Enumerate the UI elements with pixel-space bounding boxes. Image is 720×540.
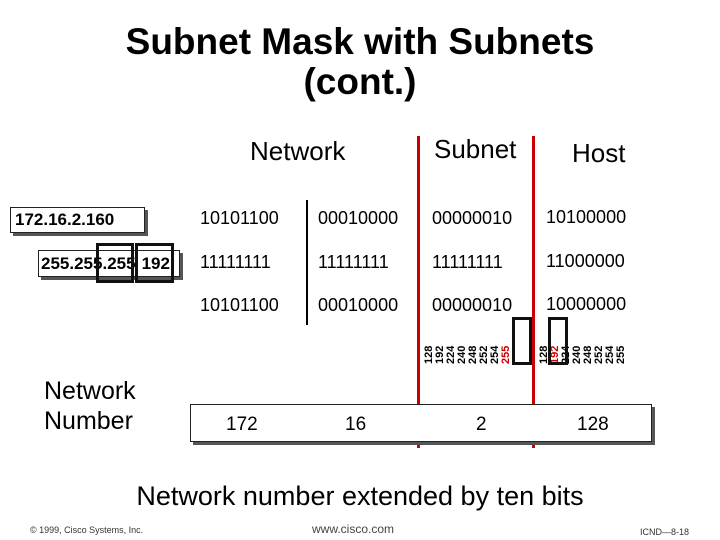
ip-address-label: 172.16.2.160 <box>10 207 145 233</box>
result-bits-1: 10101100 <box>200 295 279 315</box>
mask-value-tick: 192 <box>434 345 446 364</box>
ip-bits-3: 00000010 <box>432 208 513 228</box>
result-bits-2: 00010000 <box>318 295 399 315</box>
octet-divider-3 <box>532 136 535 448</box>
mask-value-tick: 254 <box>489 345 501 364</box>
network-number-label: Network Number <box>44 376 136 436</box>
title-line-1: Subnet Mask with Subnets <box>125 21 595 62</box>
mask-bits-3: 11111111 <box>432 252 503 272</box>
ip-bits-2: 00010000 <box>318 208 399 228</box>
mask-value-tick: 255 <box>500 345 512 364</box>
octet-divider-1 <box>306 200 308 325</box>
result-bits-4: 10000000 <box>546 294 627 314</box>
mask-bits-4: 11000000 <box>546 251 625 271</box>
mask-text-b: 255 <box>107 253 136 273</box>
network-number-line-1: Network <box>44 377 136 405</box>
mask-bits-2: 11111111 <box>318 252 389 272</box>
caption: Network number extended by ten bits <box>136 481 584 511</box>
mask-value-tick: 252 <box>478 345 490 364</box>
octet-divider-2 <box>417 136 420 448</box>
network-number-box <box>190 404 652 442</box>
mask-value-tick: 254 <box>604 345 616 364</box>
header-subnet: Subnet <box>434 134 517 164</box>
mask-value-tick: 240 <box>456 345 468 364</box>
mask-value-tick: 224 <box>445 345 457 364</box>
network-number-octet-3: 2 <box>476 414 487 435</box>
mask-text-c: 192 <box>141 253 170 273</box>
mask-value-tick: 255 <box>615 345 627 364</box>
network-number-octet-2: 16 <box>345 414 367 435</box>
header-network: Network <box>250 136 346 166</box>
result-bits-3: 00000010 <box>432 295 513 315</box>
mask-bits-1: 11111111 <box>200 252 271 272</box>
mask-octet4-highlight <box>135 243 174 283</box>
mask-value-tick: 252 <box>593 345 605 364</box>
mask-value-tick: 128 <box>423 345 435 364</box>
footer-url: www.cisco.com <box>312 522 395 536</box>
ip-bits-1: 10101100 <box>200 208 279 228</box>
network-number-octet-1: 172 <box>226 414 258 435</box>
slide-title: Subnet Mask with Subnets (cont.) <box>0 22 720 102</box>
mask-value-tick: 248 <box>467 345 479 364</box>
title-line-2: (cont.) <box>303 61 417 102</box>
ip-bits-4: 10100000 <box>546 207 627 227</box>
mask-text-a: 255.255. <box>41 253 108 273</box>
mask-value-tick: 240 <box>571 345 583 364</box>
octet3-255-highlight <box>512 317 532 365</box>
footer-copyright: © 1999, Cisco Systems, Inc. <box>30 525 144 535</box>
mask-value-tick: 248 <box>582 345 594 364</box>
octet4-192-highlight <box>548 317 568 365</box>
network-number-line-2: Number <box>44 407 133 435</box>
header-host: Host <box>572 138 626 168</box>
ip-address-text: 172.16.2.160 <box>15 210 115 229</box>
mask-octet3-highlight <box>96 243 134 283</box>
footer-slide-code: ICND—8-18 <box>640 527 690 537</box>
network-number-octet-4: 128 <box>577 414 609 435</box>
